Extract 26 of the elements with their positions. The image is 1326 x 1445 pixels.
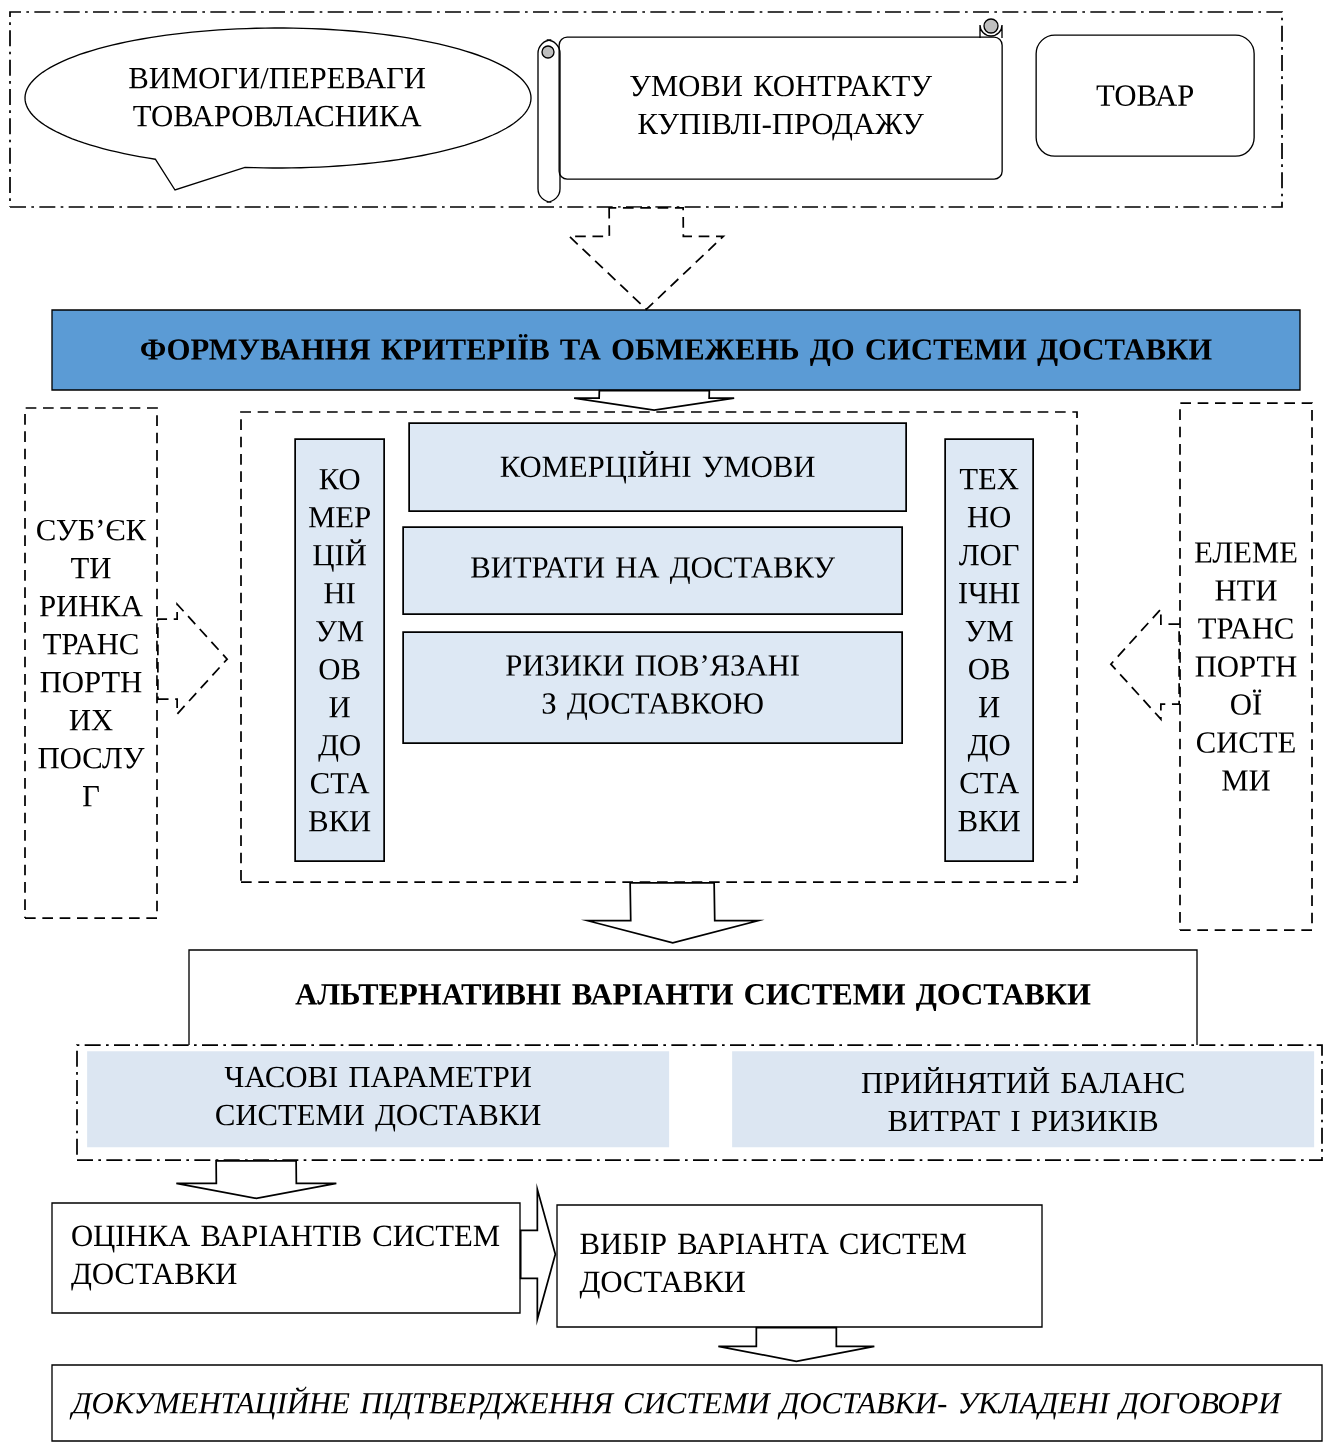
block-arrow (717, 1326, 876, 1363)
dashed-box: ЕЛЕМЕ НТИ ТРАНС ПОРТН ОЇ СИСТЕ МИ (1179, 402, 1313, 931)
shaded-box: ПРИЙНЯТИЙ БАЛАНС ВИТРАТ І РИЗИКІВ (732, 1051, 1315, 1148)
dashed-box: СУБ’ЄК ТИ РИНКА ТРАНС ПОРТН ИХ ПОСЛУ Г (24, 407, 158, 919)
group-frame (76, 1044, 1323, 1161)
rounded-box: ТОВАР (1035, 34, 1255, 157)
speech-bubble: ВИМОГИ/ПЕРЕВАГИ ТОВАРОВЛАСНИКА (24, 27, 532, 191)
process-box: КОМЕРЦІЙНІ УМОВИ (408, 422, 907, 512)
block-arrow (573, 389, 735, 411)
block-arrow (519, 1183, 557, 1326)
result-box: ДОКУМЕНТАЦІЙНЕ ПІДТВЕРДЖЕННЯ СИСТЕМИ ДОСТАВКИ- УКЛАДЕНІ ДОГОВОРИ (51, 1364, 1323, 1442)
vertical-box: КО МЕР ЦІЙ НІ УМ ОВ И ДО СТА ВКИ (294, 438, 385, 862)
block-arrow (580, 882, 765, 944)
shaded-box: ЧАСОВІ ПАРАМЕТРИ СИСТЕМИ ДОСТАВКИ (87, 1051, 670, 1148)
process-box: РИЗИКИ ПОВ’ЯЗАНІ З ДОСТАВКОЮ (402, 631, 903, 744)
block-arrow (567, 207, 726, 311)
open-box: АЛЬТЕРНАТИВНІ ВАРІАНТИ СИСТЕМИ ДОСТАВКИ (188, 949, 1198, 1046)
block-arrow (175, 1160, 338, 1200)
header-bar: ФОРМУВАННЯ КРИТЕРІЇВ ТА ОБМЕЖЕНЬ ДО СИСТЕМИ ДОСТАВКИ (51, 309, 1301, 391)
vertical-box: ТЕХ НО ЛОГ ІЧНІ УМ ОВ И ДО СТА ВКИ (944, 438, 1034, 862)
group-frame (240, 411, 1078, 883)
process-box: ВИТРАТИ НА ДОСТАВКУ (402, 526, 903, 615)
group-frame (9, 11, 1283, 208)
process-box: ОЦІНКА ВАРІАНТІВ СИСТЕМ ДОСТАВКИ (51, 1202, 521, 1314)
block-arrow (157, 601, 229, 717)
process-box: ВИБІР ВАРІАНТА СИСТЕМ ДОСТАВКИ (556, 1204, 1043, 1328)
